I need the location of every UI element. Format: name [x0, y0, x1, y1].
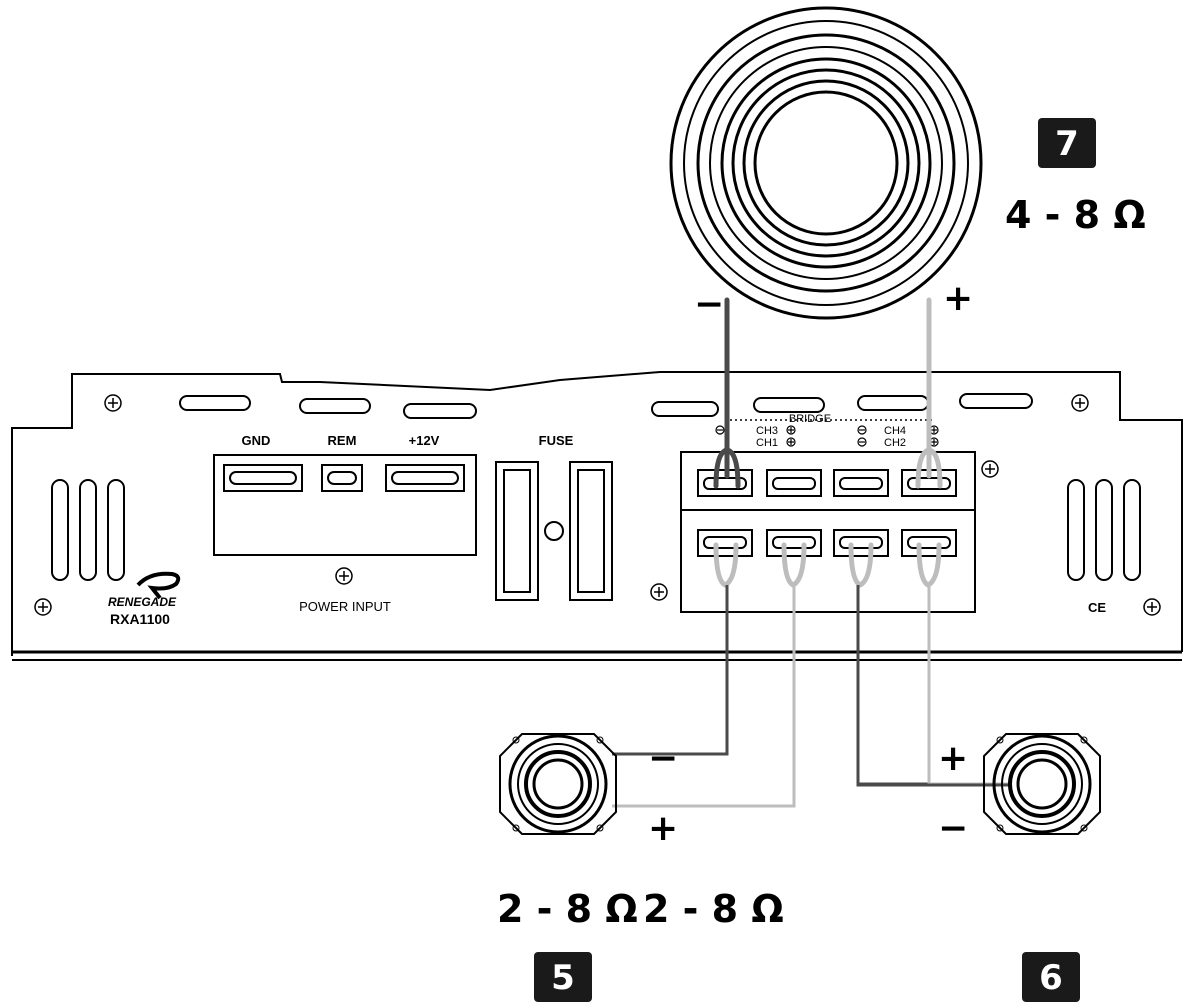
speaker-output-block	[680, 451, 976, 613]
model-name: RXA1100	[110, 611, 170, 627]
ch4-label: CH4	[884, 425, 906, 437]
left-speaker-minus-label: −	[648, 738, 678, 779]
badge-7	[1038, 118, 1096, 168]
vent-slots-left	[51, 479, 125, 581]
subwoofer-minus-label: −	[694, 284, 724, 325]
left-speaker	[499, 733, 617, 835]
subwoofer-speaker	[669, 6, 983, 320]
right-speaker	[983, 733, 1101, 835]
bridge-wires	[713, 297, 943, 489]
badge-6-text: 6	[1039, 958, 1063, 998]
brand-name: RENEGADE	[108, 595, 177, 609]
v12-label: +12V	[409, 433, 440, 448]
right-speaker-minus-label: −	[938, 808, 968, 849]
badge-5-text: 5	[551, 958, 575, 998]
brand-logo: RENEGADE RXA1100	[108, 571, 181, 627]
terminal-loops	[713, 542, 942, 588]
rem-label: REM	[328, 433, 357, 448]
amplifier-chassis	[11, 371, 1183, 661]
output-terminals	[697, 469, 957, 557]
badge-7-text: 7	[1055, 124, 1079, 164]
badge-6	[1022, 952, 1080, 1002]
power-input-caption: POWER INPUT	[299, 599, 391, 614]
subwoofer-plus-label: +	[943, 278, 973, 319]
bridge-label: BRIDGE	[789, 413, 831, 425]
fuses	[495, 461, 613, 601]
vent-slots-right	[1067, 479, 1141, 581]
left-speaker-impedance: 2 - 8 Ω	[497, 887, 638, 931]
screws	[34, 394, 1161, 616]
right-speaker-plus-label: +	[938, 738, 968, 779]
left-speaker-plus-label: +	[648, 808, 678, 849]
ch1-label: CH1	[756, 437, 778, 449]
fuse-label: FUSE	[539, 433, 574, 448]
badge-5	[534, 952, 592, 1002]
gnd-label: GND	[242, 433, 271, 448]
vent-slots-top	[179, 393, 1033, 419]
power-input-block	[213, 454, 477, 556]
ch2-label: CH2	[884, 437, 906, 449]
ce-mark: CE	[1088, 600, 1106, 615]
ch3-label: CH3	[756, 425, 778, 437]
right-speaker-impedance: 2 - 8 Ω	[643, 887, 784, 931]
power-terminals	[223, 464, 465, 492]
subwoofer-impedance: 4 - 8 Ω	[1005, 193, 1146, 237]
